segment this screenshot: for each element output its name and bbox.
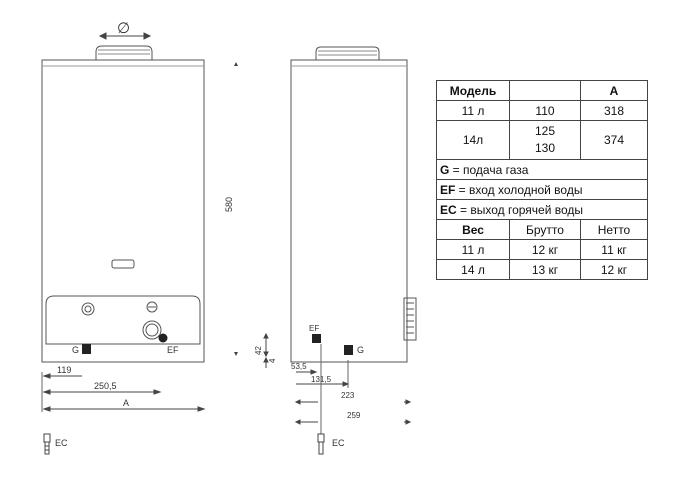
small-knob xyxy=(146,301,158,313)
indicator-dial xyxy=(81,302,95,316)
legend-row-gas: G = подача газа xyxy=(436,159,648,180)
header-diameter xyxy=(509,80,581,101)
weight-net: 12 кг xyxy=(580,259,648,280)
weight-model: 14 л xyxy=(436,259,510,280)
dimension-53-5: 53,5 xyxy=(291,362,307,371)
row-a: 318 xyxy=(580,100,648,121)
gas-label-front: G xyxy=(72,345,79,355)
legend-code: EC xyxy=(440,202,457,217)
front-heater-body xyxy=(41,59,205,363)
side-view xyxy=(290,46,417,363)
weight-gross: 13 кг xyxy=(509,259,581,280)
weight-net: 11 кг xyxy=(580,239,648,260)
side-heater-body xyxy=(290,59,408,363)
cold-water-connection-side xyxy=(312,334,321,343)
header-gross: Брутто xyxy=(509,219,581,240)
legend-text: = выход горячей воды xyxy=(456,202,584,217)
table-header-row: Модель A xyxy=(436,80,648,101)
sight-window xyxy=(111,259,135,269)
row-a: 374 xyxy=(580,120,648,160)
legend-row-cold-water: EF = вход холодной воды xyxy=(436,179,648,200)
gas-label-side: G xyxy=(357,345,364,355)
spec-table: Модель A 11 л 110 318 14л 125 130 374 G … xyxy=(436,80,648,280)
row-diameter-1: 125 xyxy=(534,124,556,138)
cold-water-label-side: EF xyxy=(309,324,319,333)
table-row: 11 л 110 318 xyxy=(436,100,648,121)
header-a: A xyxy=(580,80,648,101)
row-model: 11 л xyxy=(436,100,510,121)
legend-code: EF xyxy=(440,182,456,197)
control-knob xyxy=(142,320,162,340)
table-row: 14 л 13 кг 12 кг xyxy=(436,259,648,280)
weight-model: 11 л xyxy=(436,239,510,260)
front-horizontal-dimensions xyxy=(41,372,206,412)
header-weight: Вес xyxy=(436,219,510,240)
diameter-symbol: ∅ xyxy=(117,20,130,37)
table-row: 11 л 12 кг 11 кг xyxy=(436,239,648,260)
dimension-4: 4 xyxy=(268,358,277,363)
header-model: Модель xyxy=(436,80,510,101)
cold-water-connection-front xyxy=(158,333,168,343)
dimension-250-5: 250,5 xyxy=(94,381,117,391)
side-knob xyxy=(403,297,417,341)
table-row: 14л 125 130 374 xyxy=(436,120,648,160)
height-dimension xyxy=(234,62,238,356)
weight-gross: 12 кг xyxy=(509,239,581,260)
row-diameter: 110 xyxy=(509,100,581,121)
hot-water-connection-front xyxy=(43,433,51,455)
legend-text: = вход холодной воды xyxy=(455,182,583,197)
cold-water-label-front: EF xyxy=(167,345,179,355)
side-vertical-dimensions xyxy=(263,332,269,368)
height-label: 580 xyxy=(224,197,234,212)
dimension-119: 119 xyxy=(57,365,71,375)
weight-header-row: Вес Брутто Нетто xyxy=(436,219,648,240)
control-panel xyxy=(45,295,201,345)
legend-text: = подача газа xyxy=(449,162,529,177)
dimension-259: 259 xyxy=(347,411,361,420)
dimension-42: 42 xyxy=(254,346,263,355)
hot-water-label-front: EC xyxy=(55,438,68,448)
row-diameter-2: 130 xyxy=(534,141,556,155)
front-view xyxy=(41,45,205,363)
dimension-A: A xyxy=(123,398,129,408)
gas-connection-front xyxy=(82,344,91,354)
diameter-dimension xyxy=(98,32,152,40)
header-net: Нетто xyxy=(580,219,648,240)
legend-code: G xyxy=(440,162,450,177)
row-diameter: 125 130 xyxy=(509,120,581,160)
dimension-131-5: 131,5 xyxy=(311,375,332,384)
row-model: 14л xyxy=(436,120,510,160)
legend-row-hot-water: EC = выход горячей воды xyxy=(436,199,648,220)
gas-connection-side xyxy=(344,345,353,355)
side-horizontal-dimensions xyxy=(294,344,412,455)
dimension-223: 223 xyxy=(341,391,355,400)
hot-water-label-side: EC xyxy=(332,438,345,448)
